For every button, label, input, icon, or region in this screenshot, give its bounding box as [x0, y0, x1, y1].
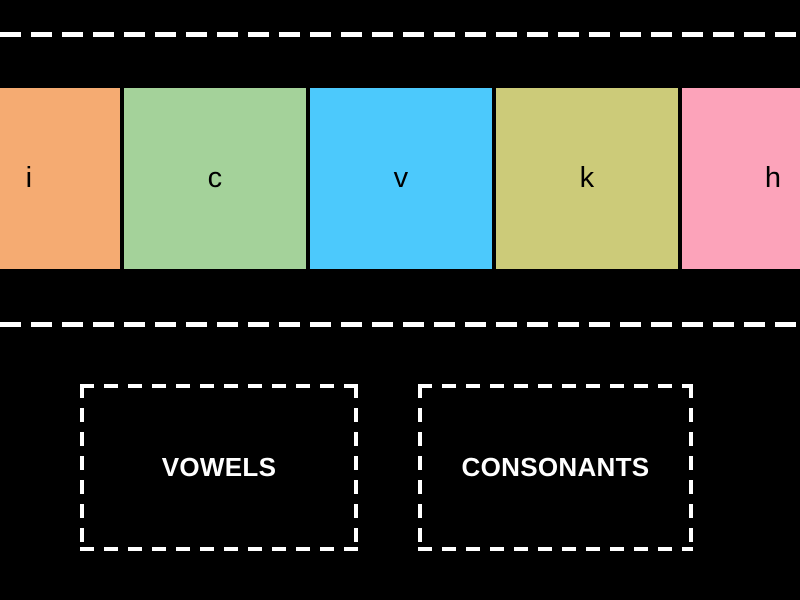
- letter-tile[interactable]: v: [310, 88, 492, 269]
- dropzone-vowels[interactable]: VOWELS: [80, 384, 358, 551]
- dashed-edge-right: [689, 384, 693, 551]
- letter-tile[interactable]: i: [0, 88, 120, 269]
- dashed-edge-bottom: [418, 547, 693, 551]
- dashed-edge-top: [418, 384, 693, 388]
- letter-tile[interactable]: h: [682, 88, 800, 269]
- letter-tile-track[interactable]: i c v k h: [0, 88, 800, 269]
- letter-tile-label: k: [579, 162, 595, 194]
- dropzone-consonants[interactable]: CONSONANTS: [418, 384, 693, 551]
- letter-tile-label: c: [207, 162, 223, 194]
- letter-tile[interactable]: c: [124, 88, 306, 269]
- dashed-edge-right: [354, 384, 358, 551]
- letter-tile-label: h: [764, 162, 782, 194]
- letter-tile-tray[interactable]: i c v k h: [0, 88, 800, 269]
- tray-divider-top: [0, 32, 800, 37]
- tray-divider-bottom: [0, 322, 800, 327]
- dashed-edge-left: [80, 384, 84, 551]
- dropzone-label-vowels: VOWELS: [161, 452, 277, 482]
- dashed-edge-bottom: [80, 547, 358, 551]
- letter-tile[interactable]: k: [496, 88, 678, 269]
- letter-tile-label: i: [25, 162, 33, 194]
- dashed-edge-left: [418, 384, 422, 551]
- dashed-edge-top: [80, 384, 358, 388]
- dropzone-label-consonants: CONSONANTS: [461, 452, 650, 482]
- letter-tile-label: v: [393, 162, 409, 194]
